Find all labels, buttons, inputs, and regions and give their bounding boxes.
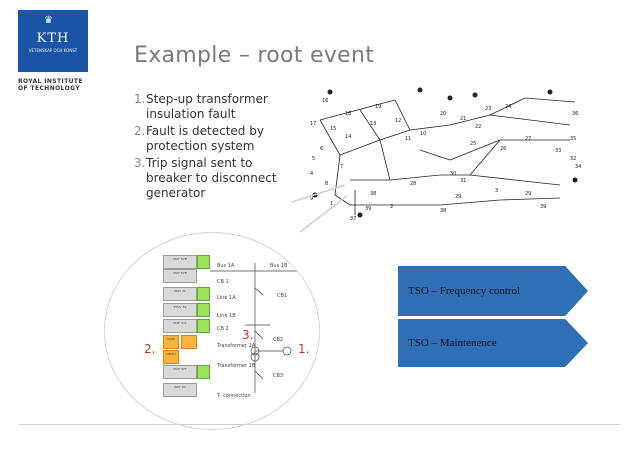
step-item: 3. Trip signal sent to breaker to discon… xyxy=(134,156,284,201)
bus-label: 39 xyxy=(540,204,546,210)
annotation-1: 1. xyxy=(298,342,310,356)
protection-button[interactable]: PDIF 87B xyxy=(163,269,197,283)
step-text: Step-up transformer insulation fault xyxy=(146,92,268,121)
bus-label: 30 xyxy=(450,171,456,177)
bus-label: 14 xyxy=(345,134,351,140)
bus-label: 12 xyxy=(395,118,401,124)
bus-label: 37 xyxy=(350,216,356,220)
step-text: Trip signal sent to breaker to disconnec… xyxy=(146,156,277,200)
status-indicator xyxy=(197,287,210,301)
slide-title: Example – root event xyxy=(134,43,375,68)
protection-button[interactable]: PDIF 87T xyxy=(163,365,197,379)
logo-text: KTH xyxy=(36,31,70,46)
step-number: 2. xyxy=(134,124,146,138)
zoom-panel: PDIF 87B PDIF 87B PDIS 21 PTOV 59 PDIF 8… xyxy=(104,232,320,430)
bus-label: 26 xyxy=(500,146,506,152)
bus-label: 23 xyxy=(485,106,491,112)
transformer-1a-label: Transformer 1A xyxy=(217,343,256,349)
step-item: 2. Fault is detected by protection syste… xyxy=(134,124,284,154)
protection-button[interactable]: PDIF 87 xyxy=(163,383,197,397)
power-network-diagram: 16 18 19 15 14 13 12 11 10 17 20 21 22 2… xyxy=(310,87,581,220)
bus-label: 16 xyxy=(322,98,328,104)
bus-label: 13 xyxy=(370,121,376,127)
bus-label: 6 xyxy=(320,146,323,152)
cb2-label: CB2 xyxy=(273,337,284,343)
line-1b-label: Line 1B xyxy=(217,313,236,319)
step-number: 3. xyxy=(134,156,146,170)
tso-frequency-arrow: TSO – Frequency control xyxy=(398,266,588,316)
bus-label: 27 xyxy=(525,136,531,142)
bus-label: 25 xyxy=(470,141,476,147)
bus-label: 35 xyxy=(570,136,576,142)
bus-label: 38 xyxy=(440,208,446,214)
bus-label: 20 xyxy=(440,111,446,117)
bus-label: 29 xyxy=(455,194,461,200)
bus-label: 17 xyxy=(310,121,316,127)
footer-divider xyxy=(18,424,620,425)
bus-label: 38 xyxy=(370,191,376,197)
bus-label: 5 xyxy=(312,156,315,162)
csw-button[interactable]: CSWI xyxy=(163,335,179,349)
step-text: Fault is detected by protection system xyxy=(146,124,264,153)
mmxu-button[interactable]: MMXU xyxy=(163,350,179,364)
bus-label: 3 xyxy=(495,188,498,194)
step-number: 1. xyxy=(134,92,146,106)
bus-label: 21 xyxy=(460,116,466,122)
cb1-label: CB 1 xyxy=(217,279,229,285)
institute-line-2: OF TECHNOLOGY xyxy=(18,85,81,92)
bus-label: 11 xyxy=(405,136,411,142)
cb2-label: CB 2 xyxy=(217,326,229,332)
bus-label: 29 xyxy=(525,191,531,197)
institute-line-1: ROYAL INSTITUTE xyxy=(18,78,83,85)
t-connection-label: T- connection xyxy=(217,393,251,399)
protection-button[interactable]: PDIF 87L xyxy=(163,319,197,333)
bus-label: 19 xyxy=(375,104,381,110)
cb3-label: CB3 xyxy=(273,373,284,379)
alarm-indicator xyxy=(181,335,197,349)
annotation-3: 3. xyxy=(242,328,254,342)
cb1-label: CB1 xyxy=(277,293,288,299)
bus-label: 18 xyxy=(345,111,351,117)
protection-button[interactable]: PTOV 59 xyxy=(163,303,197,317)
status-indicator xyxy=(197,255,210,269)
arrow-label: TSO – Maintenence xyxy=(408,337,497,349)
transformer-1b-label: Transformer 1B xyxy=(217,363,256,369)
bus-label: 39 xyxy=(365,206,371,212)
annotation-2: 2. xyxy=(144,342,156,356)
logo-subtext: VETENSKAP OCH KONST xyxy=(28,48,78,53)
protection-button[interactable]: PDIF 87B xyxy=(163,255,197,269)
bus-label: 7 xyxy=(340,164,343,170)
step-item: 1. Step-up transformer insulation fault xyxy=(134,92,284,122)
bus-label: 24 xyxy=(505,104,511,110)
crown-icon: ♛ xyxy=(44,15,53,26)
bus-label: 36 xyxy=(572,111,578,117)
bus-label: 10 xyxy=(420,131,426,137)
bus-label: 28 xyxy=(410,181,416,187)
bus-label: 1 xyxy=(330,201,333,207)
line-1a-label: Line 1A xyxy=(217,295,236,301)
bus-label: 33 xyxy=(555,148,561,154)
bus-label: 15 xyxy=(330,126,336,132)
bus-label: 9 xyxy=(310,196,313,202)
kth-logo: ♛ KTH VETENSKAP OCH KONST xyxy=(18,10,88,72)
bus-label: 22 xyxy=(475,124,481,130)
arrow-label: TSO – Frequency control xyxy=(408,285,521,297)
bus-label: 4 xyxy=(310,171,313,177)
tso-maintenance-arrow: TSO – Maintenence xyxy=(398,319,588,367)
status-indicator xyxy=(197,365,210,379)
institute-name: ROYAL INSTITUTE OF TECHNOLOGY xyxy=(18,78,83,92)
bus-label: 34 xyxy=(575,164,581,170)
single-line-diagram xyxy=(210,263,305,393)
bus-label: 2 xyxy=(390,204,393,210)
status-indicator xyxy=(197,319,210,333)
bus-1b-label: Bus 1B xyxy=(270,263,288,269)
step-list: 1. Step-up transformer insulation fault … xyxy=(134,92,284,203)
bus-label: 31 xyxy=(460,178,466,184)
status-indicator xyxy=(197,303,210,317)
protection-button[interactable]: PDIS 21 xyxy=(163,287,197,301)
bus-label: 8 xyxy=(325,181,328,187)
bus-1a-label: Bus 1A xyxy=(217,263,235,269)
bus-label: 32 xyxy=(570,156,576,162)
